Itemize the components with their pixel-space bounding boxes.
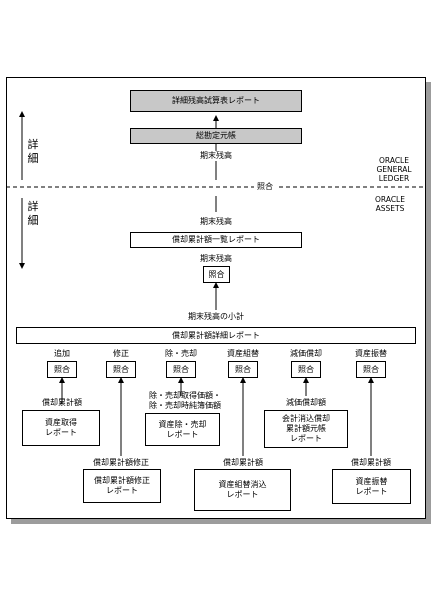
retirement-amounts-label: 除・売却取得価額・ 除・売却時純簿価額 [149,391,221,410]
deprn-summary-box: 償却累計額一覧レポート [130,232,302,248]
cost-deprn-ledger-report-box: 会計消込償却 累計額元帳 レポート [264,410,348,448]
deprn-reserve-label: 償却累計額 [42,398,82,407]
column-header-additions: 追加 [54,349,70,358]
transfers-report-box: 資産振替 レポート [332,469,411,504]
side-label-detail-bottom: 詳 細 [27,200,39,227]
reconcile-box-retirements: 照合 [166,361,196,378]
reconcile-label-top: 照合 [254,182,276,192]
column-header-retirements: 除・売却 [165,349,197,358]
asset-retirements-report-box: 資産除・売却 レポート [145,413,220,446]
column-header-adjustments: 修正 [113,349,129,358]
ledger-report-box: 詳細残高試算表レポート [130,90,302,112]
reconcile-box-adjustments: 照合 [106,361,136,378]
deprn-reserve-adjustment-label: 償却累計額修正 [93,458,149,467]
asset-additions-report-box: 資産取得 レポート [22,410,100,446]
column-header-reclass: 資産組替 [227,349,259,358]
side-label-detail-top: 詳 細 [27,138,39,165]
deprn-detail-box: 償却累計額詳細レポート [16,327,416,344]
deprn-expense-label: 減価償却額 [286,398,326,407]
reconcile-box-reclass: 照合 [228,361,258,378]
ending-balance-label: 期末残高 [200,254,232,264]
deprn-reserve-label: 償却累計額 [351,458,391,467]
deprn-adjustment-report-box: 償却累計額修正 レポート [83,469,161,503]
ending-balance-label: 期末残高 [200,151,232,161]
reconcile-box: 照合 [203,266,230,283]
oracle-gl-label: ORACLE GENERAL LEDGER [376,156,412,183]
reconcile-box-additions: 照合 [47,361,77,378]
reconcile-box-depreciation: 照合 [291,361,321,378]
reconcile-box-transfers: 照合 [356,361,386,378]
oracle-assets-label: ORACLE ASSETS [375,195,405,213]
column-header-depreciation: 減価償却 [290,349,322,358]
ending-balance-subtotal-label: 期末残高の小計 [188,312,244,322]
ending-balance-label: 期末残高 [200,217,232,227]
reclass-report-box: 資産組替消込 レポート [194,469,291,511]
column-header-transfers: 資産振替 [355,349,387,358]
general-ledger-box: 総勘定元帳 [130,128,302,144]
deprn-reserve-label: 償却累計額 [223,458,263,467]
